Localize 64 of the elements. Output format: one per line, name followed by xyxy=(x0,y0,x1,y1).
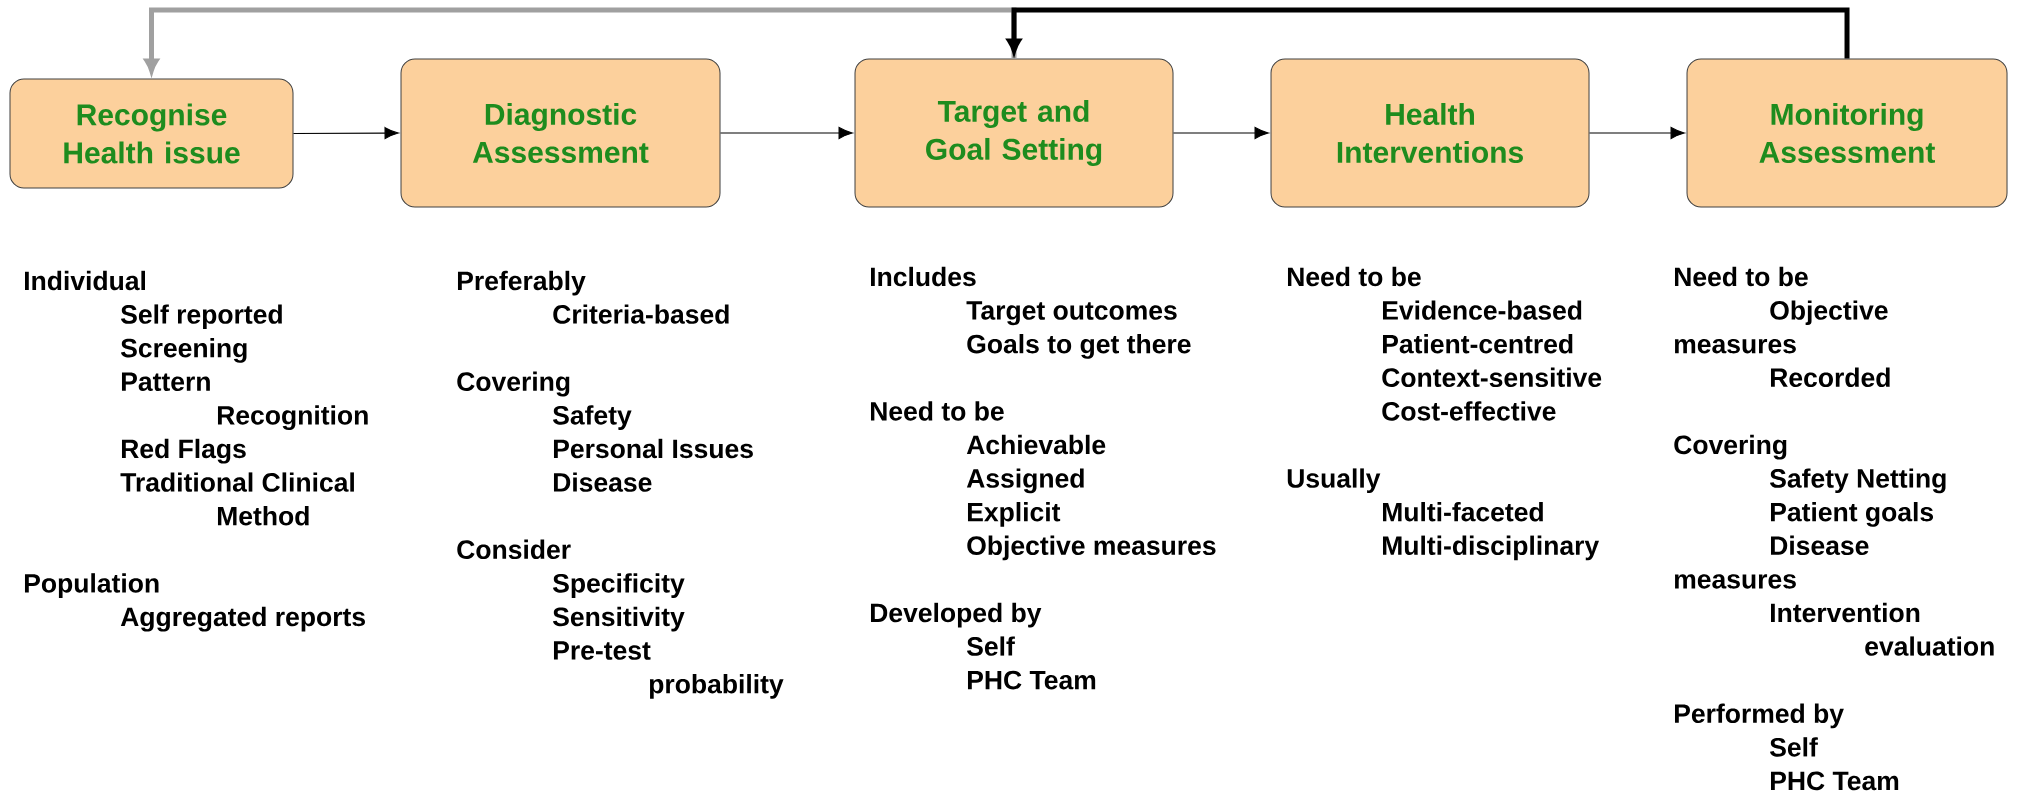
list-text: Performed by xyxy=(1675,703,1844,729)
list-text: Population xyxy=(24,573,159,598)
arrow xyxy=(1172,127,1269,139)
list-text: Context-sensitive xyxy=(1382,367,1602,388)
process-box: Monitoring Assessment xyxy=(1686,58,2008,208)
arrow xyxy=(1006,7,1850,59)
arrow xyxy=(292,127,399,140)
list-text: Traditional Clinical xyxy=(120,472,354,492)
list-text: Personal Issues xyxy=(554,438,753,459)
list-text: Includes xyxy=(871,266,976,287)
list-text: Achievable xyxy=(966,434,1106,455)
list-text: Assigned xyxy=(966,468,1084,494)
list-text: Objective measures xyxy=(967,535,1216,561)
arrow xyxy=(719,127,853,139)
list-text: Disease xyxy=(1771,535,1869,556)
list-text: Consider xyxy=(457,539,571,560)
list-text: Need to be xyxy=(1675,266,1808,287)
list-text: Screening xyxy=(120,338,247,363)
list-text: Multi-disciplinary xyxy=(1383,535,1599,561)
list-text: Safety xyxy=(553,405,632,430)
list-text: Usually xyxy=(1287,468,1381,494)
list-text: Recorded xyxy=(1771,367,1890,388)
list-text: probability xyxy=(649,674,784,699)
list-text: Explicit xyxy=(968,502,1061,527)
list-text: Self xyxy=(1770,737,1818,757)
list-text: Disease xyxy=(554,472,652,492)
list-text: PHC Team xyxy=(968,670,1096,690)
list-text: Pattern xyxy=(121,372,210,392)
list-text: PHC Team xyxy=(1771,771,1899,791)
list-text: Red Flags xyxy=(121,438,246,464)
list-text: evaluation xyxy=(1865,636,1994,656)
list-text: Aggregated reports xyxy=(120,606,365,632)
list-text: Patient-centred xyxy=(1383,334,1573,354)
list-text: measures xyxy=(1674,574,1796,589)
process-box: Recognise Health issue xyxy=(9,78,294,189)
list-text: Self xyxy=(967,636,1015,656)
list-text: Goals to get there xyxy=(967,334,1191,359)
list-text: Pre-test xyxy=(554,641,651,660)
list-text: Need to be xyxy=(871,401,1004,421)
list-text: Target outcomes xyxy=(966,301,1177,326)
arrow xyxy=(1588,127,1685,139)
list-text: Individual xyxy=(24,270,146,291)
list-text: Developed by xyxy=(871,602,1042,628)
list-text: Self reported xyxy=(120,304,282,330)
list-text: Intervention xyxy=(1771,602,1920,623)
process-box: Health Interventions xyxy=(1270,58,1590,208)
process-box: Diagnostic Assessment xyxy=(400,58,721,208)
list-text: Method xyxy=(218,506,309,526)
list-text: Preferably xyxy=(458,270,586,296)
list-text: measures xyxy=(1674,338,1796,354)
process-box: Target and Goal Setting xyxy=(854,58,1174,208)
list-text: Sensitivity xyxy=(553,606,685,632)
list-text: Objective xyxy=(1770,300,1888,326)
list-text: Cost-effective xyxy=(1382,401,1556,421)
list-text: Multi-faceted xyxy=(1383,502,1543,522)
list-text: Covering xyxy=(1674,434,1787,460)
list-text: Safety Netting xyxy=(1770,468,1946,494)
list-text: Patient goals xyxy=(1771,502,1934,527)
list-text: Recognition xyxy=(218,405,368,430)
list-text: Covering xyxy=(457,371,570,397)
list-text: Criteria-based xyxy=(553,304,729,324)
list-text: Evidence-based xyxy=(1383,300,1582,320)
list-text: Need to be xyxy=(1288,266,1421,287)
list-text: Specificity xyxy=(553,573,685,598)
